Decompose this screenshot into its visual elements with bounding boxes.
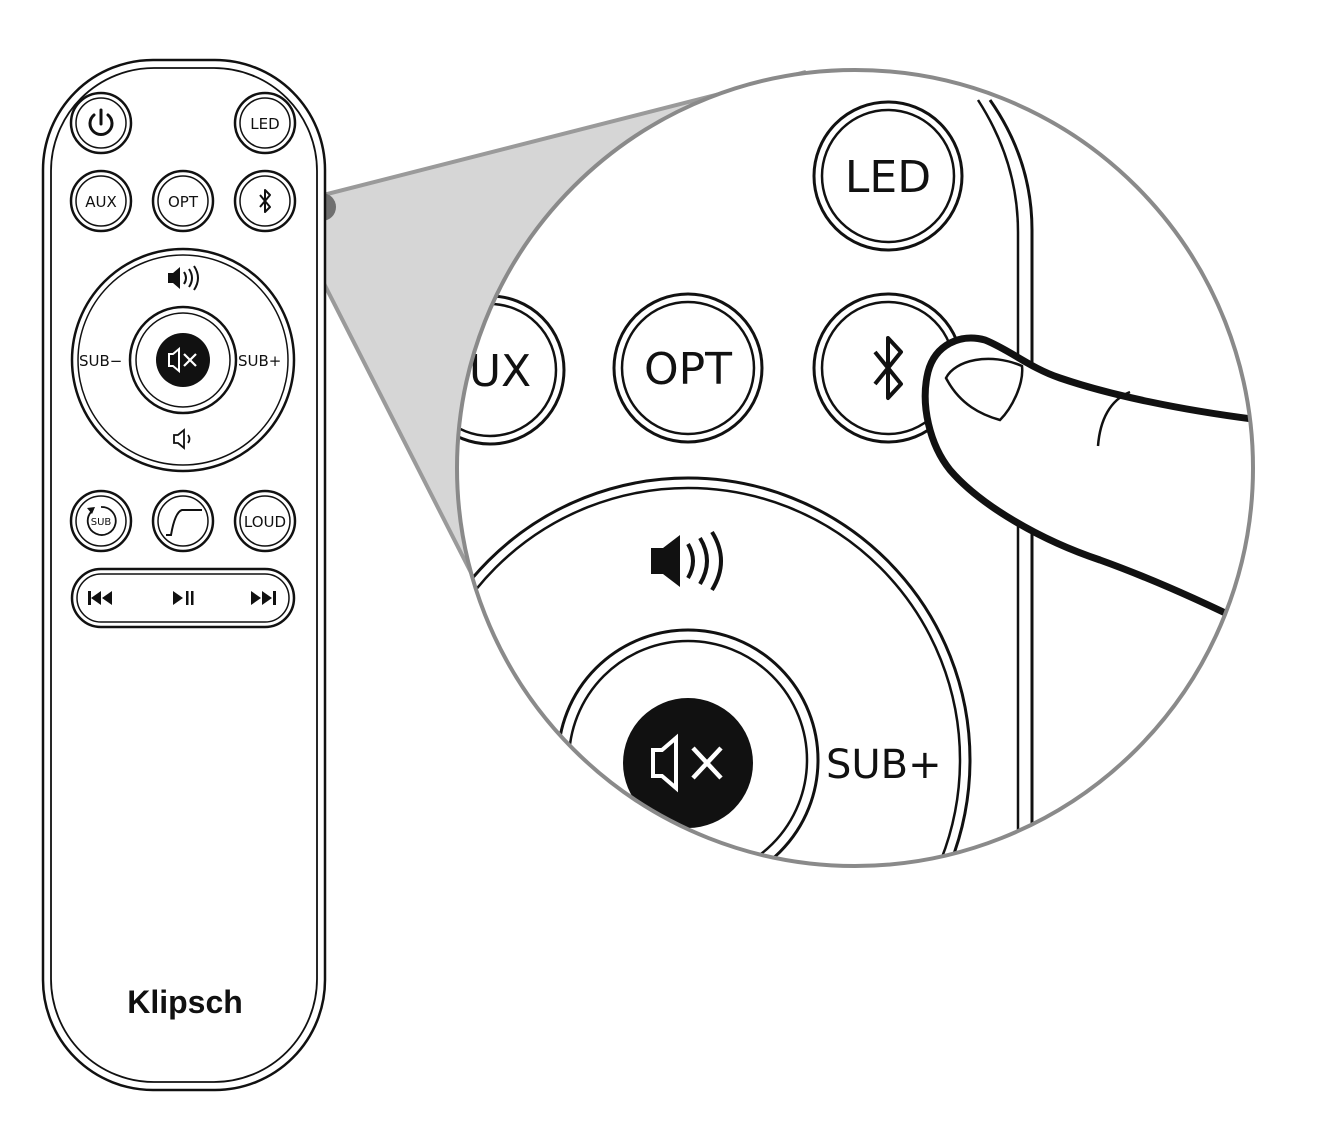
cycle-arrow-icon [86,506,117,536]
zoom-mute-button [623,698,753,828]
zoom-led-button: LED [812,100,964,252]
power-button[interactable] [69,91,133,155]
zoom-led-label: LED [845,152,931,203]
previous-track-icon [88,591,112,605]
power-icon [88,108,114,136]
previous-button[interactable] [88,591,112,605]
sub-minus-button[interactable]: SUB− [79,352,122,370]
sub-cycle-label: SUB [91,517,112,528]
filter-button[interactable] [151,489,215,553]
opt-label: OPT [168,193,199,211]
next-button[interactable] [251,591,276,605]
zoom-remote-edge [988,99,1034,866]
sub-cycle-button[interactable]: SUB [69,489,133,553]
play-pause-button[interactable] [173,591,194,605]
mute-icon [168,346,197,374]
loud-button[interactable]: LOUD [233,489,297,553]
eq-curve-icon [166,509,202,536]
aux-button[interactable]: AUX [69,169,133,233]
finger-icon [921,334,1253,634]
zoom-sub-plus-label: SUB+ [826,742,942,788]
zoom-aux-label: UX [469,346,531,397]
brand-logo: Klipsch [127,984,243,1020]
zoom-opt-label: OPT [644,344,732,395]
led-button[interactable]: LED [233,91,297,155]
remote-control: LED AUX OPT [41,58,327,1092]
bluetooth-icon [259,189,271,213]
loud-label: LOUD [244,513,286,531]
mute-button[interactable] [156,333,210,387]
volume-down-button[interactable] [173,428,191,450]
opt-button[interactable]: OPT [151,169,215,233]
zoom-volume-up-icon [651,530,723,592]
sub-plus-button[interactable]: SUB+ [238,352,281,370]
volume-up-icon [168,265,199,291]
play-pause-icon [173,591,194,605]
zoom-opt-button: OPT [612,292,764,444]
zoom-bluetooth-icon [873,336,903,400]
volume-down-icon [173,428,191,450]
zoom-mute-icon [651,733,723,793]
led-label: LED [250,115,279,133]
volume-up-button[interactable] [168,265,199,291]
aux-label: AUX [85,193,117,211]
bluetooth-button[interactable] [233,169,297,233]
next-track-icon [251,591,276,605]
remote-body-inner [50,67,318,1083]
zoom-circle-border [455,68,1255,868]
zoom-callout: LED UX OPT [455,68,1255,868]
